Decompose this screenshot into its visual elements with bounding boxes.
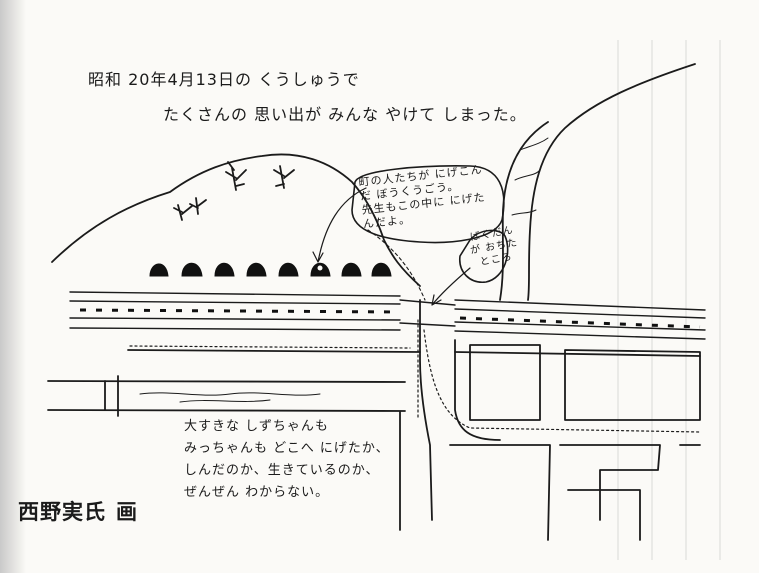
block-2: [564, 349, 701, 421]
shelter-marker: [317, 265, 323, 271]
hill-outline: [51, 153, 421, 287]
canal-bottom: [47, 409, 406, 412]
bubble-shelter-outline: [351, 165, 505, 244]
river-right-bank: [527, 63, 696, 301]
bleed-through-text: [599, 40, 749, 560]
shelter: [341, 262, 362, 277]
memory-caption: 大すきな しずちゃんも みっちゃんも どこへ にげたか、 しんだのか、生きている…: [184, 419, 390, 500]
block-4: [567, 489, 641, 541]
shelter: [371, 262, 392, 277]
shelter: [149, 263, 169, 277]
shelter: [278, 262, 299, 277]
artist-credit: 西野実氏画: [18, 496, 138, 526]
main-street: [419, 299, 501, 521]
canal-water: [139, 392, 321, 403]
arrow-shelter: [312, 187, 367, 263]
canal-top: [47, 380, 406, 383]
bubble-bomb-outline: [459, 229, 509, 283]
artist-suffix: 画: [116, 499, 138, 524]
block-3: [449, 444, 701, 541]
block-1: [469, 344, 541, 421]
artist-name: 西野実氏: [18, 499, 106, 524]
heading-line-1: 昭和 20年4月13日の くうしゅうで: [88, 70, 360, 89]
arrow-bomb: [431, 267, 471, 306]
stitch-road: [129, 319, 701, 433]
shelter: [181, 262, 203, 277]
railway-ties: [79, 308, 701, 329]
road-lines: [127, 349, 701, 357]
bomb-bubble-text: ばくだん が おちた ところ: [469, 224, 519, 269]
heading-line-2: たくさんの 思い出が みんな やけて しまった。: [163, 105, 527, 124]
shelter: [214, 262, 235, 277]
railway: [69, 291, 706, 340]
canal-wall: [104, 375, 119, 417]
page-binding-shadow: [0, 0, 26, 573]
river-ripples: [511, 137, 549, 216]
tree-sketches: [173, 161, 295, 221]
shelter-row: [149, 262, 392, 277]
shelter: [246, 262, 267, 277]
